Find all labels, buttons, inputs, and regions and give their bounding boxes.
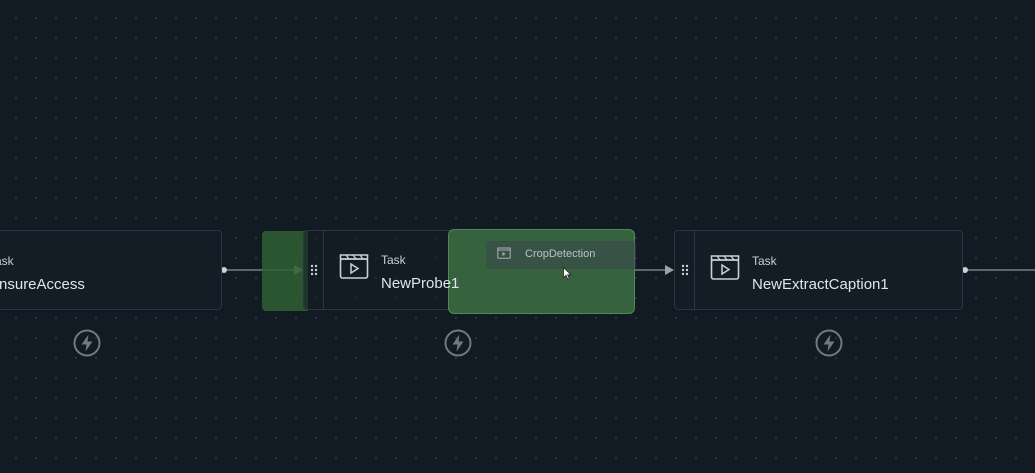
- node-name: NewExtractCaption1: [752, 276, 889, 293]
- video-clapper-icon: [497, 247, 511, 259]
- drag-handle[interactable]: [675, 231, 695, 309]
- node-type-label: Task: [381, 253, 406, 267]
- drag-dots-icon: [681, 264, 689, 276]
- lightning-icon[interactable]: [444, 329, 472, 357]
- edge-arrowhead: [665, 265, 674, 275]
- output-port[interactable]: [221, 267, 227, 273]
- drag-handle[interactable]: [304, 231, 324, 309]
- drag-ghost: [262, 231, 308, 311]
- node-type-label: Task: [0, 254, 14, 268]
- lightning-icon[interactable]: [73, 329, 101, 357]
- node-type-label: Task: [752, 254, 777, 268]
- drag-dots-icon: [310, 264, 318, 276]
- mouse-pointer-icon: [563, 267, 572, 280]
- task-node-newextractcaption1[interactable]: Task NewExtractCaption1: [674, 230, 963, 310]
- lightning-icon[interactable]: [815, 329, 843, 357]
- output-port[interactable]: [962, 267, 968, 273]
- node-name: NewProbe1: [381, 275, 460, 292]
- dragged-task-chip[interactable]: [486, 241, 636, 269]
- dragged-task-label: CropDetection: [525, 248, 596, 260]
- node-name: EnsureAccess: [0, 276, 85, 293]
- video-clapper-icon: [710, 255, 740, 280]
- video-clapper-icon: [339, 254, 369, 279]
- task-node-ensureaccess[interactable]: Task EnsureAccess: [0, 230, 222, 310]
